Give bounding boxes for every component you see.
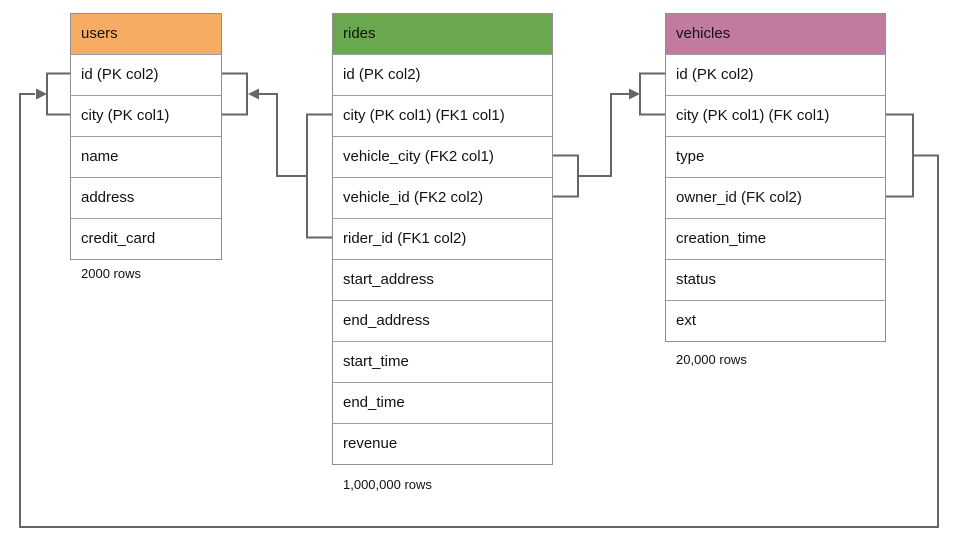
vehicles-table-header: vehicles xyxy=(666,14,885,54)
vehicles-row-count: 20,000 rows xyxy=(676,352,747,367)
fk2-connector-rides-vehicles xyxy=(553,72,665,198)
users-column-city: city (PK col1) xyxy=(71,95,221,136)
fk2-connector-line xyxy=(578,93,633,177)
users-row-count: 2000 rows xyxy=(81,266,141,281)
rides-column-end-time: end_time xyxy=(333,382,552,423)
arrowhead-into-vehicles-left-icon xyxy=(629,88,640,100)
arrowhead-into-users-left-icon xyxy=(36,88,47,100)
users-column-name: name xyxy=(71,136,221,177)
users-column-id: id (PK col2) xyxy=(71,54,221,95)
vehicles-right-composite-key-bracket xyxy=(886,113,914,198)
vehicles-column-owner-id: owner_id (FK col2) xyxy=(666,177,885,218)
rides-column-city: city (PK col1) (FK1 col1) xyxy=(333,95,552,136)
vehicles-column-city: city (PK col1) (FK col1) xyxy=(666,95,885,136)
rides-column-vehicle-city: vehicle_city (FK2 col1) xyxy=(333,136,552,177)
users-table: users id (PK col2) city (PK col1) name a… xyxy=(70,13,222,260)
vehicles-column-ext: ext xyxy=(666,300,885,341)
users-table-header: users xyxy=(71,14,221,54)
fk1-connector-line xyxy=(255,93,307,177)
arrowhead-into-users-right-icon xyxy=(248,88,259,100)
vehicles-column-creation-time: creation_time xyxy=(666,218,885,259)
vehicles-table: vehicles id (PK col2) city (PK col1) (FK… xyxy=(665,13,886,342)
users-right-composite-key-bracket xyxy=(222,72,248,116)
rides-column-vehicle-id: vehicle_id (FK2 col2) xyxy=(333,177,552,218)
vehicles-column-type: type xyxy=(666,136,885,177)
rides-column-start-time: start_time xyxy=(333,341,552,382)
users-left-composite-key-bracket xyxy=(46,72,70,116)
vehicles-column-status: status xyxy=(666,259,885,300)
rides-right-composite-key-bracket xyxy=(553,154,579,198)
rides-column-start-address: start_address xyxy=(333,259,552,300)
users-column-credit-card: credit_card xyxy=(71,218,221,259)
fk1-connector-rides-users xyxy=(222,72,332,239)
rides-table-header: rides xyxy=(333,14,552,54)
rides-table: rides id (PK col2) city (PK col1) (FK1 c… xyxy=(332,13,553,465)
rides-column-revenue: revenue xyxy=(333,423,552,464)
rides-row-count: 1,000,000 rows xyxy=(343,477,432,492)
rides-left-composite-key-bracket xyxy=(306,113,332,239)
rides-column-id: id (PK col2) xyxy=(333,54,552,95)
users-column-address: address xyxy=(71,177,221,218)
rides-column-rider-id: rider_id (FK1 col2) xyxy=(333,218,552,259)
vehicles-left-composite-key-bracket xyxy=(639,72,665,116)
vehicles-column-id: id (PK col2) xyxy=(666,54,885,95)
rides-column-end-address: end_address xyxy=(333,300,552,341)
